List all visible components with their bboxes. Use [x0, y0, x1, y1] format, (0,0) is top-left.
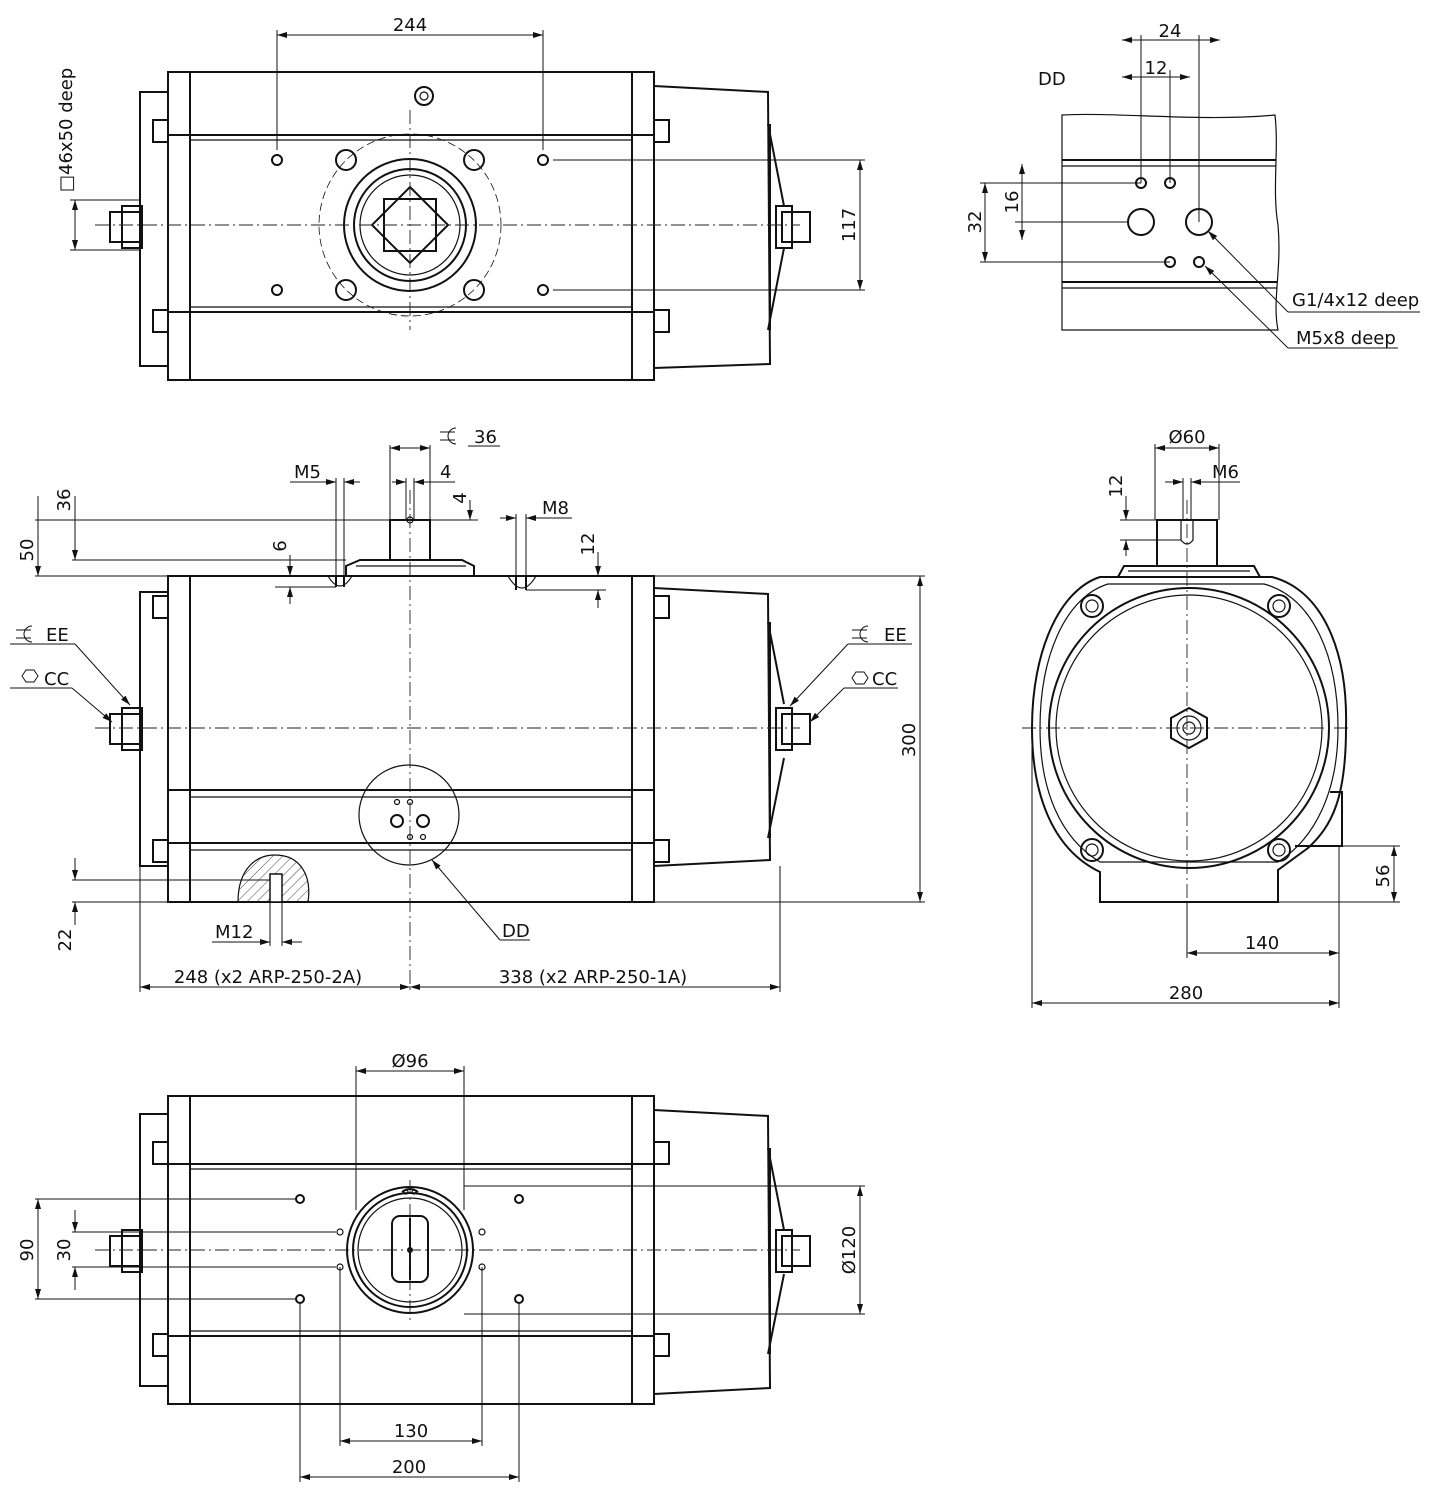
diameter-96: Ø96 — [391, 1051, 428, 1072]
dimension-4-vertical: 4 — [450, 492, 471, 503]
dimension-6: 6 — [270, 540, 291, 551]
thread-m5-label: M5 — [294, 462, 321, 483]
dimension-90: 90 — [17, 1239, 38, 1262]
detail-dd-title: DD — [1038, 69, 1066, 90]
dimension-56: 56 — [1373, 865, 1394, 888]
thread-m12-label: M12 — [215, 922, 253, 943]
dimension-12-detail: 12 — [1145, 58, 1168, 79]
dimension-12-side: 12 — [1106, 475, 1127, 498]
dimension-50: 50 — [17, 539, 38, 562]
wrench-ee-right: EE — [884, 625, 907, 646]
detail-dd-view: DD 24 12 16 32 G1/4x12 deep — [965, 21, 1420, 349]
dimension-4-horizontal: 4 — [440, 462, 451, 483]
wrench-ee-left: EE — [46, 625, 69, 646]
thread-g14-callout: G1/4x12 deep — [1292, 290, 1419, 311]
dimension-12-port: 12 — [578, 533, 599, 556]
thread-m6-label: M6 — [1212, 462, 1239, 483]
dimension-140: 140 — [1245, 933, 1279, 954]
dimension-200: 200 — [392, 1457, 426, 1478]
dimension-32: 32 — [965, 211, 986, 234]
hex-cc-left: CC — [44, 669, 69, 690]
dimension-244: 244 — [393, 15, 427, 36]
dimension-22: 22 — [55, 929, 76, 952]
hex-cc-right: CC — [872, 669, 897, 690]
dimension-16: 16 — [1002, 191, 1023, 214]
bottom-view: Ø96 90 30 Ø120 130 200 — [17, 1051, 865, 1482]
wrench-size-36: 36 — [474, 427, 497, 448]
thread-m5x8-callout: M5x8 deep — [1296, 328, 1396, 349]
diameter-120: Ø120 — [839, 1226, 860, 1275]
dimension-117: 117 — [839, 208, 860, 242]
dimension-130: 130 — [394, 1421, 428, 1442]
thread-m8-label: M8 — [542, 498, 569, 519]
square-drive-label: □46x50 deep — [56, 68, 77, 192]
side-view: Ø60 M6 12 56 140 280 — [1022, 427, 1400, 1008]
front-view: 36 4 4 M5 M8 36 50 — [10, 427, 925, 992]
dimension-30: 30 — [54, 1239, 75, 1262]
diameter-60: Ø60 — [1168, 427, 1205, 448]
dimension-24: 24 — [1159, 21, 1182, 42]
dimension-338: 338 (x2 ARP-250-1A) — [499, 967, 687, 988]
detail-dd-reference: DD — [502, 921, 530, 942]
dimension-300: 300 — [899, 723, 920, 757]
dimension-36: 36 — [54, 489, 75, 512]
dimension-248: 248 (x2 ARP-250-2A) — [174, 967, 362, 988]
dimension-280: 280 — [1169, 983, 1203, 1004]
top-view: 244 □46x50 deep 117 — [56, 15, 865, 381]
